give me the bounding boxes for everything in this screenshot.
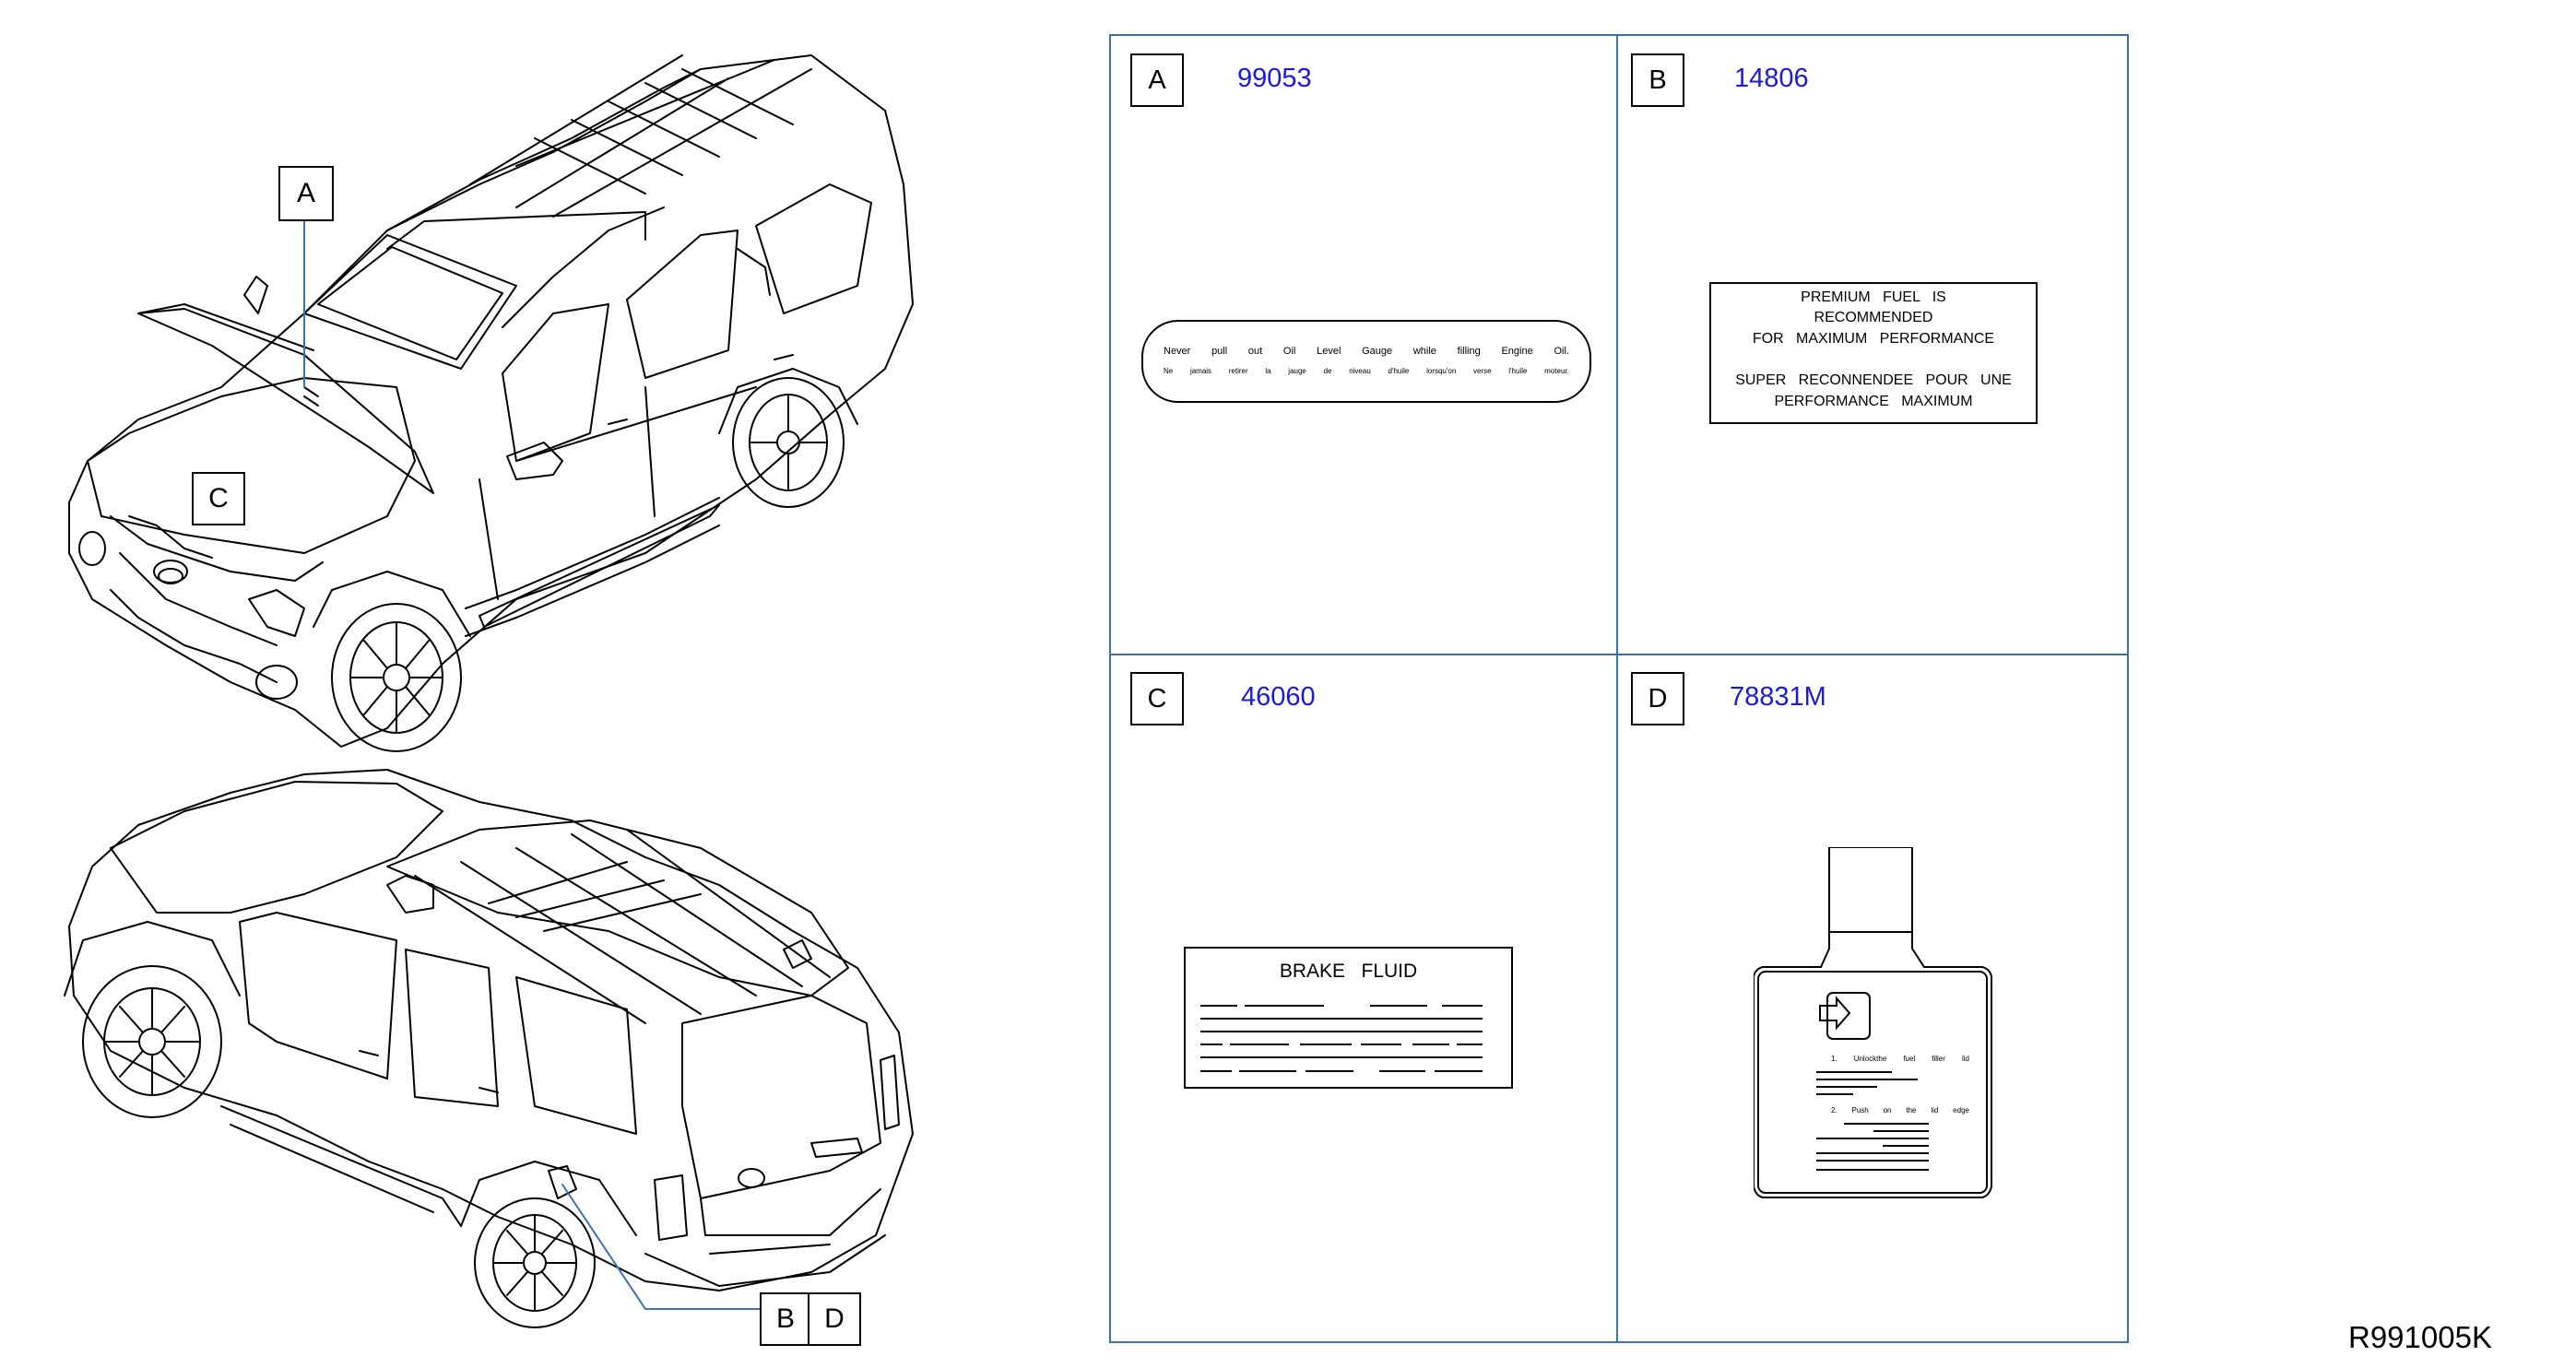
step2-word: the — [1906, 1106, 1917, 1114]
panel-d-letter: D — [1631, 672, 1684, 725]
oil-en-word: Engine — [1501, 346, 1533, 357]
oil-en-word: while — [1412, 346, 1436, 357]
oil-fr-word: niveau — [1349, 367, 1371, 375]
step2-word: lid — [1931, 1106, 1939, 1114]
oil-label-english: Never pull out Oil Level Gauge while fil… — [1164, 346, 1569, 357]
oil-fr-word: de — [1323, 367, 1332, 375]
panel-a-part-number: 99053 — [1237, 64, 1312, 93]
oil-en-word: Gauge — [1362, 346, 1393, 357]
fuel-line-1: PREMIUM FUEL IS — [1801, 289, 1946, 305]
oil-fr-word: jauge — [1288, 367, 1306, 375]
oil-fr-word: lorsqu'on — [1426, 367, 1457, 375]
fuel-line-2: RECOMMENDED — [1814, 310, 1933, 325]
premium-fuel-label: PREMIUM FUEL IS RECOMMENDED FOR MAXIMUM … — [1709, 282, 2038, 424]
oil-en-word: pull — [1211, 346, 1228, 357]
oil-fr-word: la — [1265, 367, 1271, 375]
step1-word: filler — [1932, 1055, 1945, 1063]
oil-en-word: filling — [1457, 346, 1481, 357]
fuel-line-3: FOR MAXIMUM PERFORMANCE — [1752, 331, 1995, 347]
step1-word: 1. — [1831, 1055, 1837, 1063]
fuel-lid-step-1: 1. Unlockthe fuel filler lid — [1831, 1055, 1969, 1063]
oil-gauge-warning-label: Never pull out Oil Level Gauge while fil… — [1141, 320, 1591, 403]
diagram-code: R991005K — [2348, 1320, 2492, 1354]
oil-fr-word: retirer — [1228, 367, 1248, 375]
panel-c-part-number: 46060 — [1241, 682, 1316, 712]
oil-en-word: Level — [1317, 346, 1341, 357]
callout-c: C — [192, 472, 245, 525]
callout-d: D — [808, 1292, 861, 1346]
oil-label-french: Ne jamais retirer la jauge de niveau d'h… — [1164, 367, 1569, 375]
vehicle-rear-view — [64, 769, 914, 1328]
oil-fr-word: Ne — [1164, 367, 1174, 375]
panel-b-part-number: 14806 — [1734, 64, 1809, 93]
step1-word: Unlockthe — [1853, 1055, 1887, 1063]
panel-d-part-number: 78831M — [1730, 682, 1826, 712]
brake-fluid-title: BRAKE FLUID — [1279, 961, 1418, 982]
oil-fr-word: l'huile — [1508, 367, 1528, 375]
callout-b: B — [760, 1292, 811, 1346]
oil-fr-word: verse — [1472, 367, 1492, 375]
oil-fr-word: jamais — [1189, 367, 1212, 375]
fuel-line-4: SUPER RECONNENDEE POUR UNE — [1735, 372, 2012, 388]
callout-a: A — [278, 166, 334, 221]
oil-en-word: out — [1247, 346, 1263, 357]
fuel-lid-step-2: 2. Push on the lid edge — [1831, 1106, 1969, 1114]
fuel-lid-tag-label — [1754, 847, 1992, 1198]
panel-b-letter: B — [1631, 53, 1684, 107]
brake-fluid-label: BRAKE FLUID — [1184, 947, 1513, 1089]
brake-fluid-text-lines — [1200, 1005, 1483, 1072]
step1-word: fuel — [1903, 1055, 1916, 1063]
grid-divider-horizontal — [1111, 654, 2127, 655]
step2-word: Push — [1851, 1106, 1869, 1114]
step2-word: on — [1883, 1106, 1892, 1114]
panel-c-letter: C — [1130, 672, 1184, 725]
oil-en-word: Oil. — [1554, 346, 1569, 357]
oil-en-word: Oil — [1282, 346, 1296, 357]
oil-fr-word: moteur. — [1544, 367, 1569, 375]
panel-a-letter: A — [1130, 53, 1184, 107]
step1-word: lid — [1961, 1055, 1969, 1063]
oil-en-word: Never — [1164, 346, 1191, 357]
fuel-line-5: PERFORMANCE MAXIMUM — [1774, 394, 1973, 409]
oil-fr-word: d'huile — [1388, 367, 1410, 375]
vehicle-front-view — [68, 54, 914, 752]
step2-word: 2. — [1831, 1106, 1837, 1114]
step2-word: edge — [1953, 1106, 1969, 1114]
grid-divider-vertical — [1616, 36, 1618, 1341]
label-panel-grid: A 99053 Never pull out Oil Level Gauge w… — [1109, 34, 2129, 1343]
